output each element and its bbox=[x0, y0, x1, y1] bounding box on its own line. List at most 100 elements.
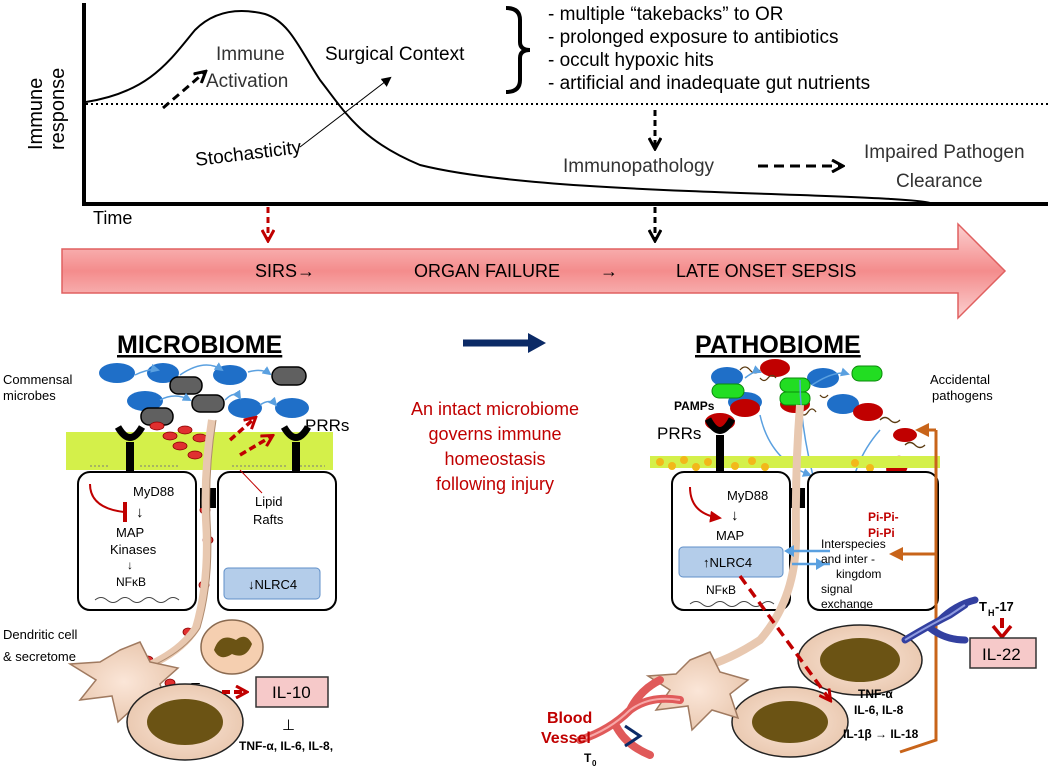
interspecies-line5: exchange bbox=[821, 597, 873, 611]
interspecies-line2: and inter - bbox=[821, 552, 875, 566]
stochasticity-label: Stochasticity bbox=[194, 137, 303, 171]
nfkb-label: NFκB bbox=[706, 583, 736, 597]
myd88-label: MyD88 bbox=[727, 488, 768, 503]
commensal-label-line1: Commensal bbox=[3, 372, 72, 387]
prr-receptor bbox=[280, 425, 312, 497]
immune-activation-line1: Immune bbox=[216, 44, 285, 65]
cytokine-release-arrow bbox=[738, 574, 830, 700]
pathogen-microbe-blue bbox=[711, 367, 743, 387]
pathogen-microbe-red bbox=[760, 359, 790, 377]
nlrc4-label: ↑NLRC4 bbox=[703, 555, 752, 570]
immune-cell-nucleus bbox=[820, 638, 900, 682]
blood-vessel-line1: Blood bbox=[547, 710, 592, 727]
lipid-rafts-disrupted bbox=[656, 456, 874, 472]
accidental-pathogens-line2: pathogens bbox=[932, 388, 993, 403]
commensal-label-line2: microbes bbox=[3, 388, 56, 403]
immune-response-curve bbox=[85, 10, 931, 204]
x-axis-label: Time bbox=[93, 208, 132, 228]
center-statement-line4: following injury bbox=[436, 474, 554, 494]
th17-label: T bbox=[979, 599, 987, 614]
lipid-raft-pointer bbox=[239, 469, 263, 494]
map-label: MAP bbox=[716, 528, 744, 543]
late-onset-sepsis-label: LATE ONSET SEPSIS bbox=[676, 261, 856, 281]
pathogen-microbe-red bbox=[893, 428, 917, 442]
progression-band: SIRS→ ORGAN FAILURE → LATE ONSET SEPSIS bbox=[61, 222, 1007, 320]
y-axis-label-line2: response bbox=[47, 68, 69, 150]
pathogen-microbe-blue bbox=[827, 394, 859, 414]
map-kinases-line2: Kinases bbox=[110, 542, 157, 557]
map-down-arrow: ↓ bbox=[127, 558, 133, 572]
dendritic-cell bbox=[645, 651, 750, 732]
nlrc4-box bbox=[678, 546, 784, 578]
bullet-item: - artificial and inadequate gut nutrient… bbox=[548, 73, 870, 94]
myd88-label: MyD88 bbox=[133, 484, 174, 499]
microbe-interaction-arrow bbox=[134, 363, 160, 376]
tnf-label: TNF-α bbox=[858, 687, 893, 701]
immune-activation-line2: Activation bbox=[206, 71, 288, 92]
pathogen-microbe-green bbox=[851, 365, 883, 382]
pathogen-orange-line bbox=[899, 430, 938, 754]
immunopathology-label: Immunopathology bbox=[563, 156, 715, 177]
organ-failure-arrow-glyph: → bbox=[600, 261, 618, 281]
surgical-context-bullets: - multiple “takebacks” to OR - prolonged… bbox=[548, 4, 870, 94]
il1b-il18-label: IL-1β → IL-18 bbox=[843, 727, 919, 741]
commensal-microbe-blue bbox=[228, 398, 262, 418]
commensal-microbe-gray bbox=[191, 394, 225, 413]
pathogen-microbe-green bbox=[779, 391, 811, 406]
prrs-label: PRRs bbox=[657, 424, 701, 443]
interspecies-line3: kingdom bbox=[836, 567, 881, 581]
il22-label: IL-22 bbox=[982, 645, 1021, 664]
treg-nucleus bbox=[214, 636, 252, 658]
commensal-microbe-gray bbox=[271, 366, 307, 386]
t0-subscript: 0 bbox=[592, 759, 597, 768]
activation-dashed-arrow bbox=[162, 72, 205, 110]
commensal-microbe-blue bbox=[275, 398, 309, 418]
pathobiome-panel: PATHOBIOME Accidental pathogens bbox=[541, 331, 1037, 768]
impaired-clearance-line1: Impaired Pathogen bbox=[864, 142, 1025, 163]
microbe-interaction-arrow bbox=[759, 414, 812, 477]
microbe-interaction-arrow bbox=[159, 392, 192, 401]
commensal-microbes bbox=[99, 362, 309, 426]
il22-box bbox=[969, 637, 1037, 669]
accidental-pathogens-line1: Accidental bbox=[930, 372, 990, 387]
center-statement-line2: governs immune bbox=[428, 424, 561, 444]
blue-vessel-highlight bbox=[904, 604, 966, 641]
pathogen-microbe-green bbox=[779, 377, 811, 393]
bullet-item: - prolonged exposure to antibiotics bbox=[548, 27, 838, 48]
prr-signal-arrow bbox=[239, 436, 272, 457]
map-kinases-line1: MAP bbox=[116, 525, 144, 540]
pathogen-microbe-red bbox=[730, 399, 760, 417]
prrs-label: PRRs bbox=[305, 416, 349, 435]
dendrite-process bbox=[153, 419, 217, 666]
microbe-interaction-arrow bbox=[224, 389, 242, 401]
myd88-down-arrow: ↓ bbox=[731, 507, 739, 524]
progression-arrow-shape bbox=[61, 222, 1007, 320]
flagella bbox=[739, 366, 926, 449]
center-statement-line3: homeostasis bbox=[444, 449, 545, 469]
myd88-activation bbox=[689, 486, 722, 523]
nlrc4-box bbox=[223, 567, 321, 600]
commensal-microbe-gray bbox=[169, 376, 203, 395]
microbe-interaction-arrow bbox=[247, 366, 272, 376]
nfkb-label: NFκB bbox=[116, 575, 146, 589]
center-panel: An intact microbiome governs immune home… bbox=[411, 333, 579, 494]
prr-receptor bbox=[704, 417, 736, 495]
il10-box bbox=[255, 676, 329, 708]
bullet-item: - occult hypoxic hits bbox=[548, 50, 714, 71]
organ-failure-label: ORGAN FAILURE bbox=[414, 261, 560, 281]
commensal-microbe-blue bbox=[99, 363, 135, 383]
immune-cell-nucleus bbox=[147, 699, 223, 745]
lipid-rafts-line1: Lipid bbox=[255, 494, 282, 509]
pathobiome-title: PATHOBIOME bbox=[695, 331, 861, 359]
pamps-label: PAMPs bbox=[674, 399, 715, 413]
impaired-clearance-line2: Clearance bbox=[896, 171, 983, 192]
dendritic-cell-line1: Dendritic cell bbox=[3, 627, 78, 642]
prr-signal-arrow bbox=[228, 418, 255, 442]
epithelial-cell bbox=[807, 471, 939, 611]
il10-inhibition-symbol: ⊥ bbox=[282, 717, 295, 734]
blood-vessel-line2: Vessel bbox=[541, 730, 591, 747]
lipid-rafts-line2: Rafts bbox=[253, 512, 284, 527]
t0-label: T bbox=[584, 751, 592, 765]
dendrite-process bbox=[698, 404, 804, 672]
